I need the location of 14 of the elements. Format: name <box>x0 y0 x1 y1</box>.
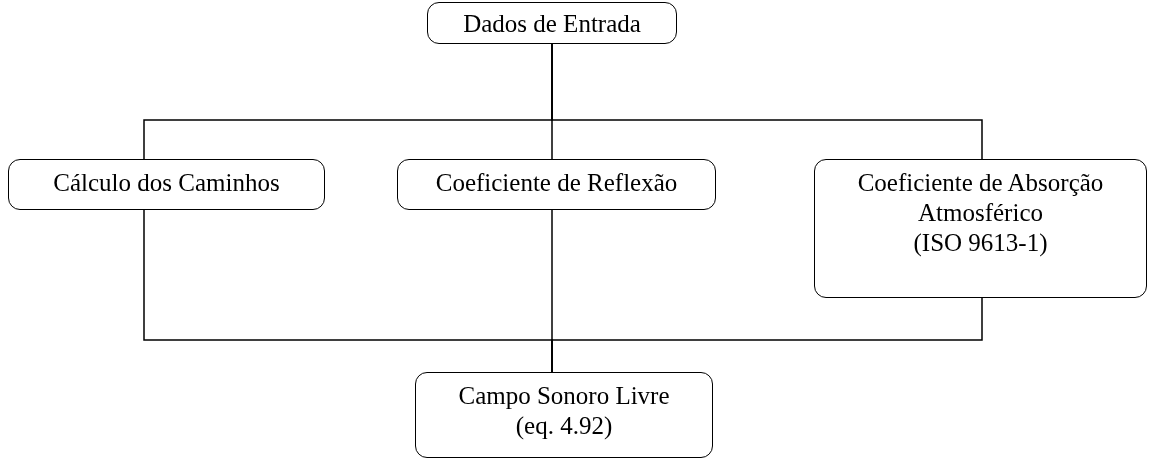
process-box <box>415 372 713 458</box>
box-label: (eq. 4.92) <box>515 411 613 441</box>
box-label: Coeficiente de Reflexão <box>435 168 678 198</box>
box-label: Cálculo dos Caminhos <box>53 168 280 198</box>
connector-line <box>551 297 983 373</box>
process-box <box>427 2 677 44</box>
box-label: (ISO 9613-1) <box>913 228 1048 258</box>
process-box <box>397 159 716 210</box>
process-box <box>8 159 325 210</box>
box-label: Coeficiente de Absorção Atmosférico <box>856 168 1105 228</box>
box-label: Campo Sonoro Livre <box>458 381 670 411</box>
box-label: Dados de Entrada <box>463 9 641 39</box>
process-box <box>814 159 1147 298</box>
connector-line <box>551 43 983 160</box>
